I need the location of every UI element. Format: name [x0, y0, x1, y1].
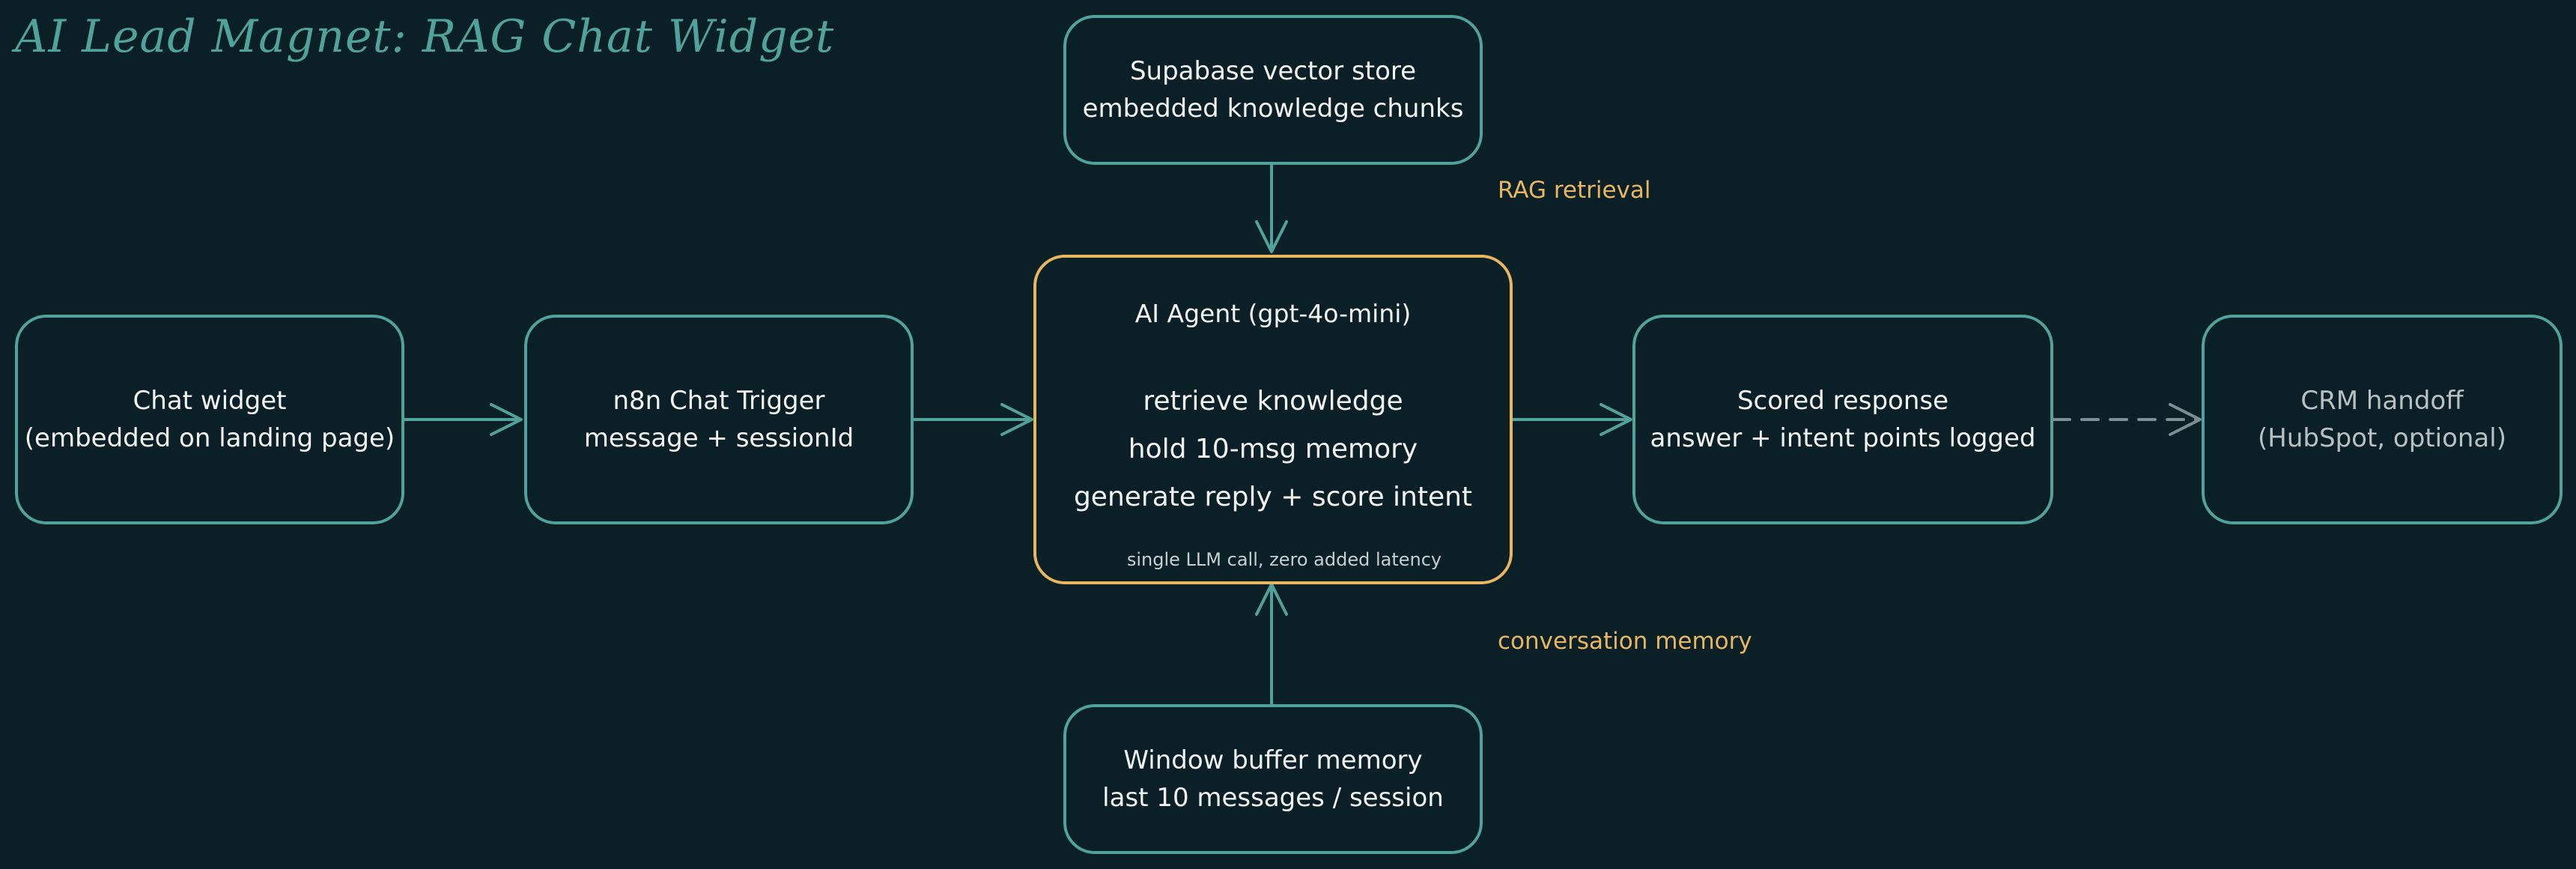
node-crm-handoff: CRM handoff (HubSpot, optional): [2202, 315, 2563, 524]
edge-chat-widget-to-trigger: [403, 403, 523, 436]
chat-widget-detail: (embedded on landing page): [24, 423, 395, 453]
edge-label-conversation-memory: conversation memory: [1498, 628, 1752, 655]
scored-response-detail: answer + intent points logged: [1650, 423, 2036, 453]
node-chat-widget: Chat widget (embedded on landing page): [15, 315, 404, 524]
node-chat-trigger: n8n Chat Trigger message + sessionId: [524, 315, 914, 524]
node-vector-store: Supabase vector store embedded knowledge…: [1063, 15, 1483, 165]
edge-vector-store-to-agent: [1255, 163, 1288, 253]
memory-detail: last 10 messages / session: [1102, 783, 1444, 813]
chat-widget-name: Chat widget: [133, 386, 287, 416]
edge-agent-to-scored-response: [1511, 403, 1632, 436]
crm-handoff-name: CRM handoff: [2300, 386, 2464, 416]
node-window-buffer-memory: Window buffer memory last 10 messages / …: [1063, 704, 1483, 854]
diagram-title: AI Lead Magnet: RAG Chat Widget: [15, 10, 835, 63]
scored-response-name: Scored response: [1737, 386, 1949, 416]
vector-store-detail: embedded knowledge chunks: [1082, 94, 1464, 124]
edge-label-rag-retrieval: RAG retrieval: [1498, 177, 1651, 204]
vector-store-name: Supabase vector store: [1129, 56, 1417, 86]
edge-trigger-to-agent: [912, 403, 1033, 436]
edge-memory-to-agent: [1255, 583, 1288, 706]
agent-step-retrieve: retrieve knowledge: [1143, 386, 1403, 417]
edge-scored-response-to-crm: [2052, 403, 2202, 436]
node-scored-response: Scored response answer + intent points l…: [1632, 315, 2053, 524]
agent-title: AI Agent (gpt-4o-mini): [1134, 299, 1412, 328]
node-ai-agent: AI Agent (gpt-4o-mini) retrieve knowledg…: [1033, 255, 1513, 584]
agent-step-generate: generate reply + score intent: [1073, 482, 1473, 512]
crm-handoff-detail: (HubSpot, optional): [2258, 423, 2506, 453]
chat-trigger-detail: message + sessionId: [583, 423, 854, 453]
agent-note: single LLM call, zero added latency: [1126, 549, 1442, 570]
agent-step-memory: hold 10-msg memory: [1128, 434, 1418, 464]
memory-name: Window buffer memory: [1123, 745, 1423, 775]
chat-trigger-name: n8n Chat Trigger: [613, 386, 825, 416]
